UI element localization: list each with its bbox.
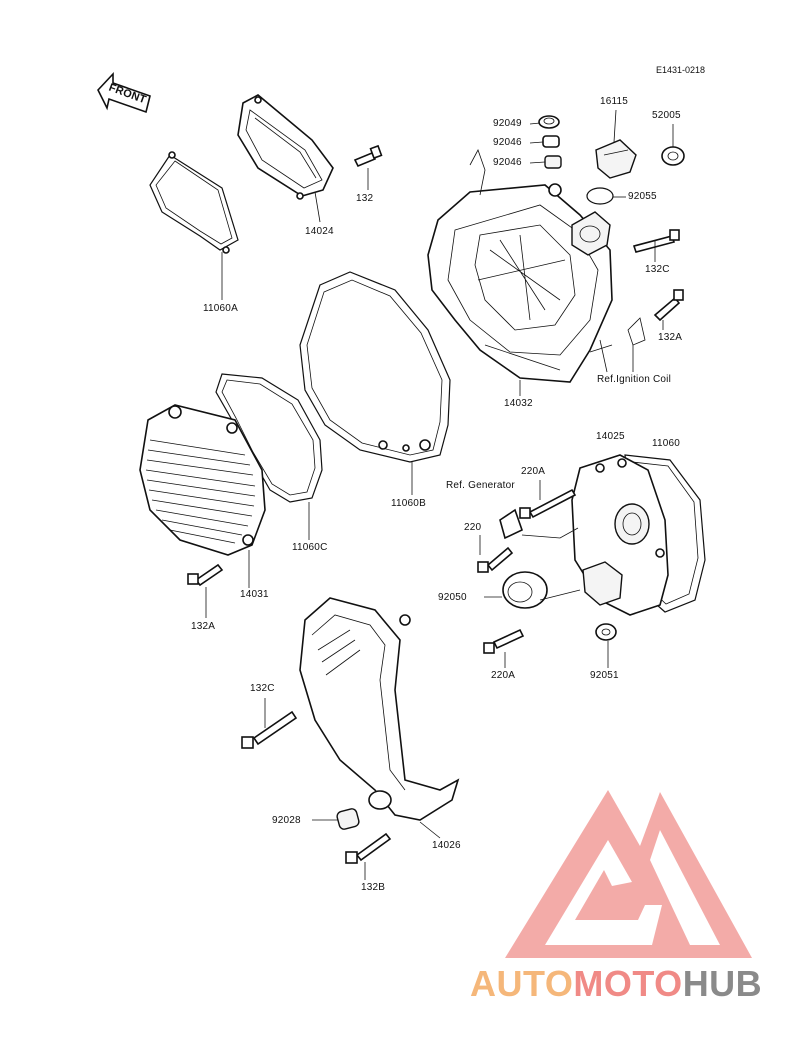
plug-16115: [595, 139, 637, 179]
part-label-14026: 14026: [432, 840, 461, 851]
bolt-132c-top: [632, 229, 680, 253]
cover-14024: [237, 94, 334, 200]
part-label-14032: 14032: [504, 398, 533, 409]
bolt-220a-top: [519, 488, 577, 519]
gasket-11060c: [215, 373, 323, 503]
clutch-cover-14032: [427, 149, 613, 383]
watermark-text: AUTOMOTOHUB: [470, 963, 762, 1005]
seal-92050: [502, 571, 548, 609]
part-label-132a-right: 132A: [658, 332, 683, 343]
ref-ignition-coil: Ref.Ignition Coil: [597, 374, 671, 385]
cover-14025: [571, 454, 669, 616]
part-label-14025: 14025: [596, 431, 625, 442]
bracket-ignition: [627, 317, 646, 346]
gasket-11060b: [299, 271, 451, 463]
part-label-92046b: 92046: [493, 157, 522, 168]
part-label-92046a: 92046: [493, 137, 522, 148]
seal-52005: [661, 146, 685, 166]
part-label-52005: 52005: [652, 110, 681, 121]
part-label-92051: 92051: [590, 670, 619, 681]
o-ring-92055: [586, 187, 614, 205]
bracket-generator: [499, 508, 523, 540]
part-label-132-top: 132: [356, 193, 374, 204]
bolt-132a-right: [653, 289, 684, 322]
bolt-132: [353, 144, 383, 168]
part-label-14024: 14024: [305, 226, 334, 237]
gasket-11060a: [149, 151, 239, 254]
bolt-132c-bottom: [241, 710, 298, 749]
part-label-11060: 11060: [652, 438, 681, 449]
watermark-part-moto: MOTO: [573, 963, 683, 1004]
part-label-220a-bottom: 220A: [491, 670, 516, 681]
watermark-part-hub: HUB: [682, 963, 763, 1004]
washer-92051: [595, 623, 617, 641]
watermark-logo-icon: [505, 790, 752, 958]
bolt-132a-left: [187, 563, 224, 587]
collar-92028: [336, 808, 360, 830]
part-label-220: 220: [464, 522, 482, 533]
cap-92049: [538, 115, 560, 129]
guard-14026: [299, 597, 460, 821]
part-label-92050: 92050: [438, 592, 467, 603]
collar-92046a: [542, 135, 560, 148]
part-label-132b: 132B: [361, 882, 386, 893]
ref-generator: Ref. Generator: [446, 480, 515, 491]
part-label-16115: 16115: [600, 96, 629, 107]
bolt-220a-bottom: [483, 628, 525, 654]
leader-lines: [205, 109, 674, 880]
part-label-14031: 14031: [240, 589, 269, 600]
bolt-132b: [345, 832, 392, 864]
bolt-220: [477, 546, 514, 573]
collar-92046b: [544, 155, 562, 169]
front-arrow-icon: [97, 71, 151, 114]
part-label-132a-left: 132A: [191, 621, 216, 632]
watermark-part-auto: AUTO: [470, 963, 574, 1004]
part-label-220a-top: 220A: [521, 466, 546, 477]
generator-cover-14031: [139, 404, 266, 556]
part-label-92028: 92028: [272, 815, 301, 826]
part-label-92055: 92055: [628, 191, 657, 202]
part-label-132c-bottom: 132C: [250, 683, 275, 694]
diagram-code: E1431-0218: [656, 65, 706, 75]
part-label-92049: 92049: [493, 118, 522, 129]
part-label-11060a: 11060A: [203, 303, 238, 314]
part-label-11060c: 11060C: [292, 542, 328, 553]
part-label-11060b: 11060B: [391, 498, 426, 509]
part-label-132c-top: 132C: [645, 264, 670, 275]
